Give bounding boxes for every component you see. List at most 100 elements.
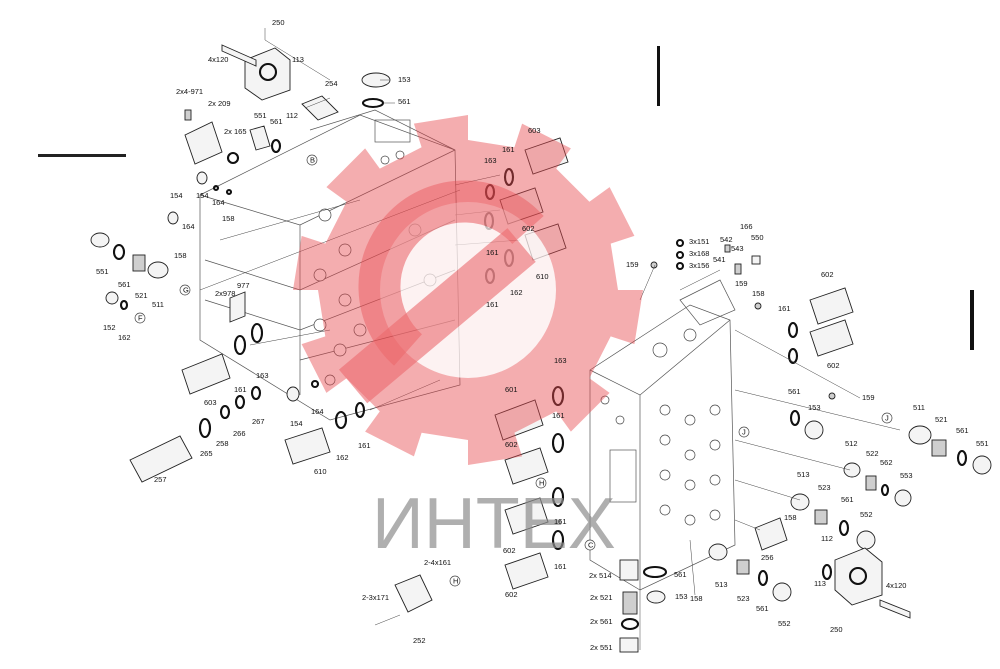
part-label: 112 [286, 111, 298, 120]
part-label: 265 [200, 449, 213, 458]
part-label: 153 [398, 75, 411, 84]
callout-circle-j1 [881, 412, 893, 424]
part-label: 163 [484, 156, 497, 165]
callout-circle-c [584, 539, 596, 551]
part-label: 250 [272, 18, 285, 27]
part-label: 159 [862, 393, 875, 402]
gear-logo-icon [293, 115, 643, 465]
part-label: 513 [797, 470, 810, 479]
part-label: 266 [233, 429, 246, 438]
part-label: 561 [118, 280, 131, 289]
part-label: 561 [270, 117, 283, 126]
spring-523-a [814, 509, 828, 525]
plug-553 [894, 489, 912, 507]
callout-circle-h1 [535, 477, 547, 489]
part-label: 161 [358, 441, 371, 450]
oring-265 [198, 417, 212, 439]
part-label: 2x 209 [208, 99, 231, 108]
part-label: 161 [552, 411, 565, 420]
plug-551-right [972, 455, 992, 475]
part-label: 163 [554, 356, 567, 365]
plug-154-b [196, 171, 208, 185]
oring-562 [880, 483, 890, 497]
gear-wrench-bar [338, 228, 536, 404]
valve-256 [754, 517, 788, 551]
part-label: 602 [503, 546, 516, 555]
fitting-159-side [828, 392, 836, 400]
valve-257 [129, 435, 193, 483]
oring-561-right [789, 409, 801, 427]
part-label: 162 [336, 453, 349, 462]
part-label: 161 [486, 248, 499, 257]
part-label: 602 [827, 361, 840, 370]
plug-552-a [856, 530, 876, 550]
part-label: 562 [880, 458, 893, 467]
part-label: 2x 165 [224, 127, 247, 136]
part-label: 521 [135, 291, 148, 300]
part-label: 610 [314, 467, 327, 476]
plunger-511-right [908, 425, 932, 445]
plug-551-stack [619, 637, 639, 653]
part-label: 553 [900, 471, 913, 480]
plunger-513-b [708, 543, 728, 561]
valve-602-mid [504, 447, 549, 485]
part-label: 2x4-971 [176, 87, 203, 96]
part-label: 511 [913, 403, 925, 412]
part-label: 250 [830, 625, 843, 634]
part-label: 561 [398, 97, 411, 106]
oring-168 [675, 250, 685, 260]
plug-254 [301, 95, 339, 121]
part-label: 513 [715, 580, 728, 589]
part-label: 551 [96, 267, 109, 276]
flange-block-250-bottom [821, 547, 911, 619]
part-label: 256 [761, 553, 774, 562]
fitting-158-right [754, 302, 762, 310]
plug-550 [751, 255, 761, 265]
part-label: 154 [170, 191, 183, 200]
part-label: 154 [196, 191, 209, 200]
gear-hub [380, 202, 556, 378]
plate-977 [229, 291, 246, 323]
callout-h2: H [453, 577, 458, 586]
valve-602-right-a [787, 287, 854, 339]
part-label: 602 [821, 270, 834, 279]
part-label: 523 [818, 483, 831, 492]
valve-602-bottom [504, 552, 549, 590]
oring-561-bottom [642, 565, 668, 579]
part-label: 610 [536, 272, 549, 281]
part-label: 159 [735, 279, 748, 288]
parts-layer [90, 44, 992, 653]
part-label: 153 [675, 592, 688, 601]
part-label: 561 [788, 387, 801, 396]
part-label: 112 [821, 534, 833, 543]
part-label: 161 [502, 145, 515, 154]
right-valve-body [589, 279, 736, 591]
part-label: 561 [674, 570, 687, 579]
part-label: 551 [254, 111, 267, 120]
part-label: 603 [528, 126, 541, 135]
part-label: 602 [505, 440, 518, 449]
spring-521-left [132, 254, 146, 272]
callout-circle-g [179, 284, 191, 296]
part-label: 2x 521 [590, 593, 613, 602]
oring-267 [250, 385, 262, 401]
part-label: 3x151 [689, 237, 709, 246]
part-label: 152 [103, 323, 116, 332]
oring-561-552b [757, 569, 769, 587]
oring-258 [219, 404, 231, 420]
callout-circle-h2 [449, 575, 461, 587]
oring-561-left [112, 243, 126, 261]
part-label: 254 [325, 79, 338, 88]
part-label: 158 [752, 289, 765, 298]
part-label: 164 [311, 407, 324, 416]
margin-marks [38, 46, 974, 350]
part-label: 603 [204, 398, 217, 407]
part-label: 3x168 [689, 249, 709, 258]
part-label: 511 [152, 300, 164, 309]
part-label: 522 [866, 449, 879, 458]
callout-j2: J [742, 428, 746, 437]
plunger-513-a [790, 493, 810, 511]
valve-252 [374, 574, 433, 626]
